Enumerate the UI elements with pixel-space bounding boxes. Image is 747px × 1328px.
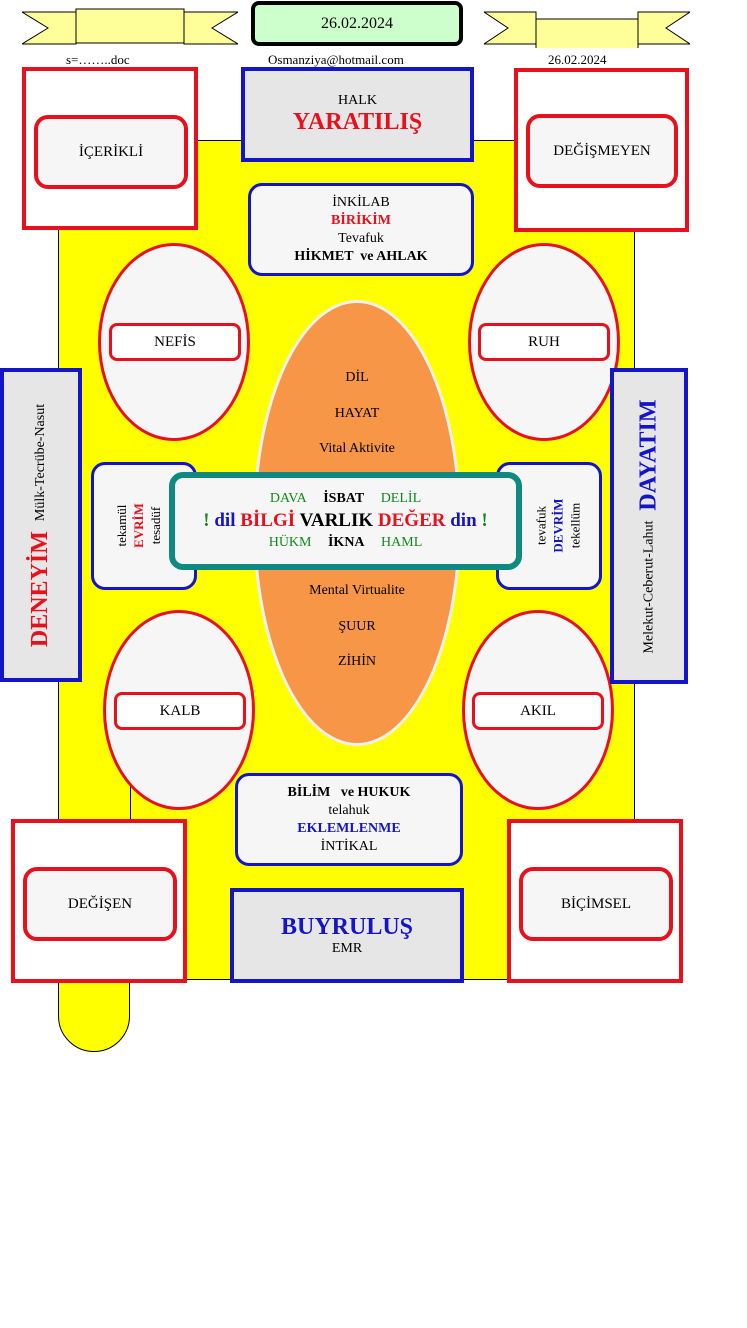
top-title-box: HALK YARATILIŞ [241, 67, 474, 162]
corner-top-right-label: DEĞİŞMEYEN [526, 114, 678, 188]
left-ribbon [22, 8, 238, 45]
oval-line-hayat: HAYAT [334, 406, 380, 421]
right-small-c: tekellüm [567, 502, 583, 548]
center-delil: DELİL [380, 491, 422, 506]
left-caption: s=……..doc [66, 52, 130, 67]
center-excl-right: ! [481, 510, 488, 531]
bottom-title: BUYRULUŞ [280, 914, 414, 940]
left-side-title: DENEYİM [27, 530, 54, 647]
corner-top-left: İÇERİKLİ [22, 67, 198, 230]
center-box: DAVA İSBAT DELİL ! dil BİLGİ VARLIK DEĞE… [169, 472, 522, 570]
center-row-3: HÜKM İKNA HAML [269, 533, 423, 553]
center-excl-left: ! [203, 510, 210, 531]
left-small-a: tekamül [113, 504, 129, 546]
bottom-title-box: BUYRULUŞ EMR [230, 888, 464, 983]
bottom-block-line-1: BİLİM ve HUKUK [287, 784, 411, 800]
right-small-b: DEVRİM [550, 497, 566, 553]
bottom-small: EMR [331, 941, 363, 956]
oval-nefis-label: NEFİS [109, 323, 241, 361]
corner-bottom-left-label: DEĞİŞEN [23, 867, 177, 941]
corner-top-left-label: İÇERİKLİ [34, 115, 188, 189]
center-dava: DAVA [269, 491, 307, 506]
top-block-line-4: HİKMET ve AHLAK [294, 248, 428, 264]
top-title: YARATILIŞ [292, 109, 423, 135]
left-small-c: tesadüf [147, 506, 163, 544]
center-row-2: ! dil BİLGİ VARLIK DEĞER din ! [203, 509, 487, 533]
oval-line-mental: Mental Virtualite [309, 583, 405, 598]
center-isbat: İSBAT [323, 491, 365, 506]
bottom-block-line-3: EKLEMLENME [297, 820, 401, 836]
oval-line-vital: Vital Aktivite [319, 441, 395, 456]
date-box: 26.02.2024 [251, 1, 463, 46]
right-ribbon [484, 11, 690, 48]
bottom-block-line-2: telahuk [328, 802, 370, 818]
oval-akil-label: AKIL [472, 692, 604, 730]
bottom-text-block: BİLİM ve HUKUK telahuk EKLEMLENME İNTİKA… [235, 773, 463, 866]
right-small-a: tevafuk [533, 505, 549, 545]
right-side-box [610, 368, 688, 684]
top-block-line-3: Tevafuk [338, 230, 384, 246]
top-block-line-1: İNKİLAB [332, 194, 390, 210]
center-ikna: İKNA [327, 535, 365, 550]
center-deger: DEĞER [377, 510, 446, 531]
center-caption: Osmanziya@hotmail.com [268, 52, 404, 67]
corner-bottom-right: BİÇİMSEL [507, 819, 683, 983]
bottom-block-line-4: İNTİKAL [320, 838, 378, 854]
top-block-line-2: BİRİKİM [331, 212, 391, 228]
top-small: HALK [338, 93, 377, 108]
corner-bottom-right-label: BİÇİMSEL [519, 867, 673, 941]
center-varlik: VARLIK [299, 510, 374, 531]
oval-ruh-label: RUH [478, 323, 610, 361]
center-din: din [450, 510, 477, 531]
oval-line-suur: ŞUUR [338, 619, 376, 634]
date-text: 26.02.2024 [321, 14, 393, 32]
corner-top-right: DEĞİŞMEYEN [514, 68, 689, 232]
left-side-sub: Mülk-Tecrübe-Nasut [33, 403, 48, 521]
oval-line-dil: DİL [345, 370, 369, 385]
left-side-box [0, 368, 82, 682]
right-side-sub: Melekut-Ceberut-Lahut [641, 520, 656, 654]
top-text-block: İNKİLAB BİRİKİM Tevafuk HİKMET ve AHLAK [248, 183, 474, 276]
oval-kalb-label: KALB [114, 692, 246, 730]
center-haml: HAML [381, 535, 423, 550]
center-row-1: DAVA İSBAT DELİL [270, 489, 421, 509]
center-dil: dil [214, 510, 236, 531]
right-side-title: DAYATIM [635, 398, 662, 511]
left-small-b: EVRİM [130, 502, 146, 548]
center-bilgi: BİLGİ [240, 510, 296, 531]
corner-bottom-left: DEĞİŞEN [11, 819, 187, 983]
oval-line-zihin: ZİHİN [337, 654, 377, 669]
center-hukm: HÜKM [268, 535, 312, 550]
right-caption: 26.02.2024 [548, 52, 607, 67]
